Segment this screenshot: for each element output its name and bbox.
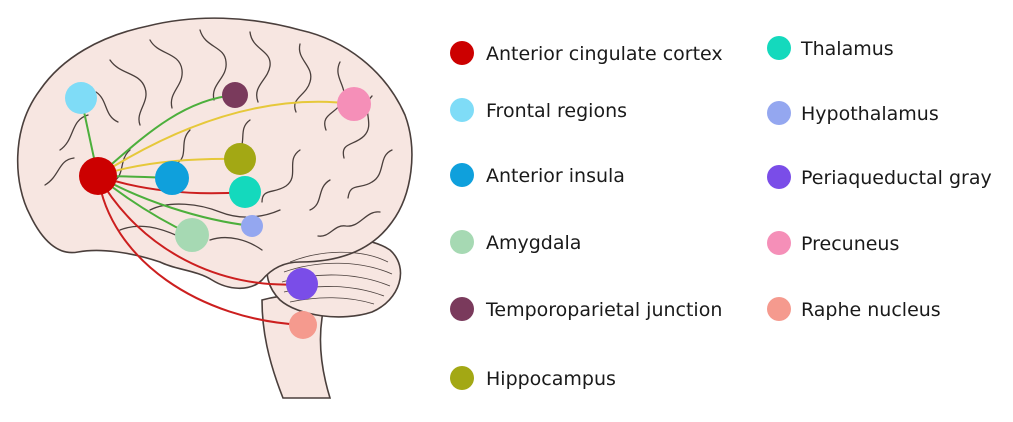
legend-item-raphe: Raphe nucleus xyxy=(767,297,941,321)
legend: Anterior cingulate cortex Frontal region… xyxy=(450,36,992,390)
node-raphe-nucleus xyxy=(289,311,317,339)
legend-label-tpj: Temporoparietal junction xyxy=(485,299,722,321)
legend-item-acc: Anterior cingulate cortex xyxy=(450,41,723,65)
node-anterior-cingulate-cortex xyxy=(79,157,117,195)
node-precuneus xyxy=(337,87,371,121)
legend-swatch-amygdala xyxy=(450,230,474,254)
legend-label-acc: Anterior cingulate cortex xyxy=(486,43,723,65)
legend-label-precuneus: Precuneus xyxy=(801,233,899,255)
node-hypothalamus xyxy=(241,215,263,237)
legend-item-hypothalamus: Hypothalamus xyxy=(767,101,939,125)
legend-swatch-hippocampus xyxy=(450,366,474,390)
node-hippocampus xyxy=(224,143,256,175)
node-thalamus xyxy=(229,176,261,208)
legend-item-pag: Periaqueductal gray xyxy=(767,165,992,189)
legend-swatch-acc xyxy=(450,41,474,65)
region-nodes xyxy=(65,82,371,339)
legend-swatch-pag xyxy=(767,165,791,189)
connection-acc-pag xyxy=(97,175,303,286)
legend-item-hippocampus: Hippocampus xyxy=(450,366,616,390)
legend-swatch-insula xyxy=(450,163,474,187)
connection-acc-raphe xyxy=(97,175,304,326)
legend-label-hypothalamus: Hypothalamus xyxy=(801,103,939,125)
legend-item-precuneus: Precuneus xyxy=(767,231,899,255)
brain-illustration xyxy=(16,17,413,399)
legend-swatch-frontal xyxy=(450,98,474,122)
legend-item-thalamus: Thalamus xyxy=(767,36,894,60)
legend-swatch-raphe xyxy=(767,297,791,321)
cerebrum xyxy=(16,17,413,290)
legend-label-frontal: Frontal regions xyxy=(486,100,627,122)
legend-swatch-hypothalamus xyxy=(767,101,791,125)
legend-label-thalamus: Thalamus xyxy=(800,38,894,60)
legend-label-raphe: Raphe nucleus xyxy=(801,299,941,321)
legend-label-hippocampus: Hippocampus xyxy=(486,368,616,390)
node-frontal-regions xyxy=(65,82,97,114)
legend-item-frontal: Frontal regions xyxy=(450,98,627,122)
legend-label-pag: Periaqueductal gray xyxy=(801,167,992,189)
legend-swatch-tpj xyxy=(450,297,474,321)
connection-acc-tpj xyxy=(97,94,236,177)
legend-swatch-precuneus xyxy=(767,231,791,255)
connection-acc-precuneus xyxy=(97,100,355,177)
legend-item-tpj: Temporoparietal junction xyxy=(450,297,722,321)
legend-label-insula: Anterior insula xyxy=(486,165,625,187)
node-periaqueductal-gray xyxy=(286,268,318,300)
legend-item-insula: Anterior insula xyxy=(450,163,625,187)
node-anterior-insula xyxy=(155,161,189,195)
node-amygdala xyxy=(175,218,209,252)
legend-item-amygdala: Amygdala xyxy=(450,230,581,254)
legend-label-amygdala: Amygdala xyxy=(486,232,581,254)
legend-swatch-thalamus xyxy=(767,36,791,60)
node-temporoparietal-junction xyxy=(222,82,248,108)
